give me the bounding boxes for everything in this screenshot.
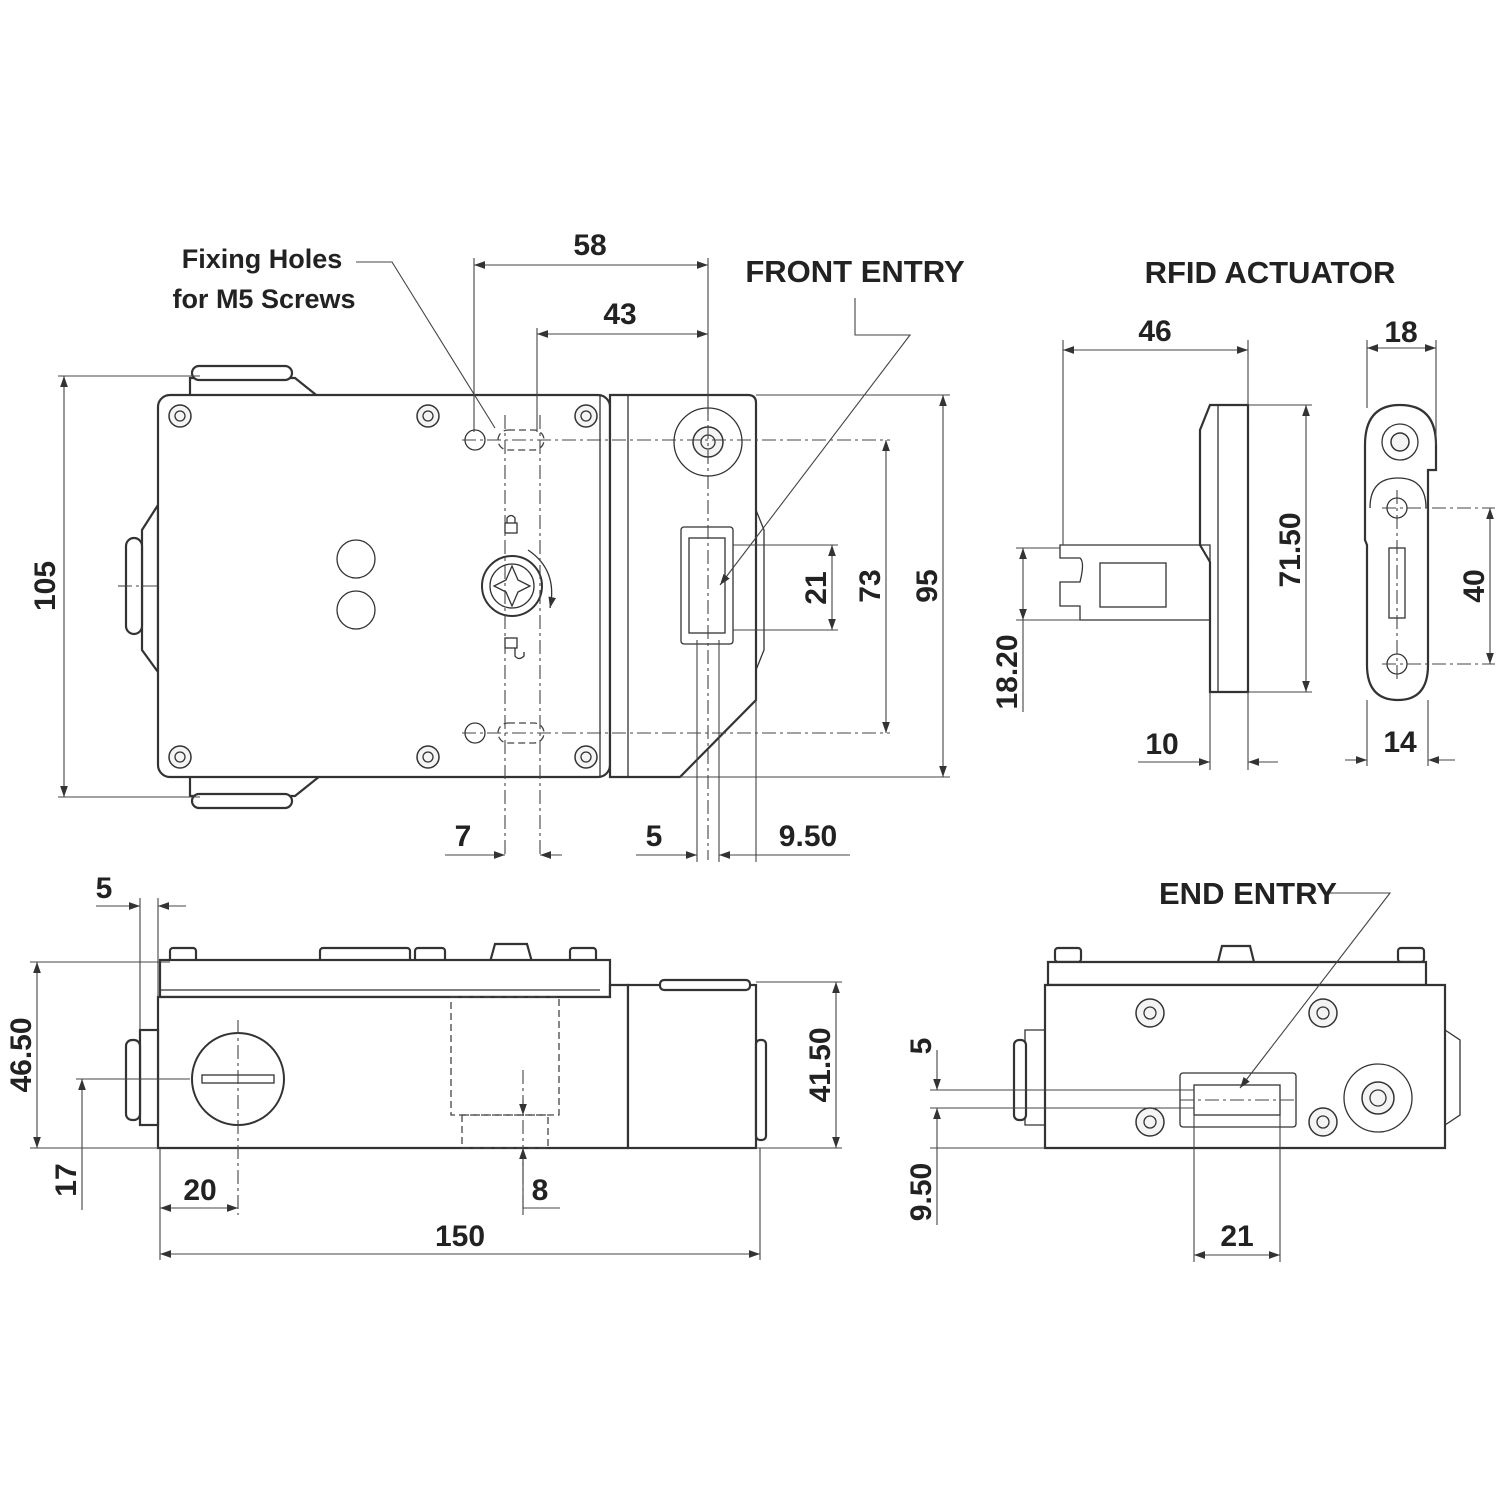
- actuator-side-view: 46 71.50 18.20 10: [991, 315, 1312, 770]
- dim-21: 21: [800, 571, 833, 604]
- screw: [168, 404, 192, 428]
- screw: [416, 745, 440, 769]
- dim-95: 95: [911, 569, 944, 602]
- dim-58: 58: [573, 229, 606, 262]
- dim-46-50: 46.50: [5, 1017, 38, 1092]
- dim-105: 105: [29, 561, 62, 611]
- dim-10: 10: [1145, 728, 1178, 761]
- dim-5-end: 5: [905, 1038, 938, 1055]
- dim-73: 73: [854, 569, 887, 602]
- dim-7: 7: [455, 820, 472, 853]
- dim-150: 150: [435, 1220, 485, 1253]
- screw: [574, 404, 598, 428]
- dim-21-end: 21: [1220, 1220, 1253, 1253]
- dim-9-50-front: 9.50: [779, 820, 837, 853]
- fixing-holes-label-line1: Fixing Holes: [182, 244, 343, 274]
- dim-46: 46: [1138, 315, 1171, 348]
- dim-8: 8: [532, 1174, 549, 1207]
- screw: [1308, 1107, 1338, 1137]
- end-entry-label: END ENTRY: [1159, 876, 1337, 911]
- screw: [1135, 998, 1165, 1028]
- end-view: 5 9.50 21 END ENTRY: [905, 876, 1461, 1262]
- dim-71-50: 71.50: [1274, 512, 1307, 587]
- key-release: [481, 555, 543, 617]
- dim-18-20: 18.20: [991, 634, 1024, 709]
- dim-5-bottom: 5: [96, 872, 113, 905]
- screw: [416, 404, 440, 428]
- front-entry-label: FRONT ENTRY: [745, 254, 965, 289]
- dim-20: 20: [183, 1174, 216, 1207]
- dim-17: 17: [50, 1163, 83, 1196]
- dim-18: 18: [1384, 316, 1417, 349]
- dim-40: 40: [1458, 569, 1491, 602]
- rotate-arrow-icon: [527, 549, 557, 609]
- dim-9-50-end: 9.50: [905, 1163, 938, 1221]
- dim-5-front: 5: [646, 820, 663, 853]
- fixing-holes-label-line2: for M5 Screws: [172, 284, 355, 314]
- screw: [168, 745, 192, 769]
- front-view: 58 43 105 21 73 95 7 5 9.50 Fixing Holes: [29, 229, 965, 862]
- screw: [1135, 1107, 1165, 1137]
- bottom-view: 5 46.50 41.50 17 20 8 150: [5, 872, 842, 1260]
- dim-14: 14: [1383, 726, 1417, 759]
- rfid-actuator-title: RFID ACTUATOR: [1145, 255, 1396, 290]
- screw: [574, 745, 598, 769]
- dim-43: 43: [603, 298, 636, 331]
- actuator-front-view: 18 40 14: [1345, 316, 1495, 766]
- screw: [1308, 998, 1338, 1028]
- dim-41-50: 41.50: [804, 1027, 837, 1102]
